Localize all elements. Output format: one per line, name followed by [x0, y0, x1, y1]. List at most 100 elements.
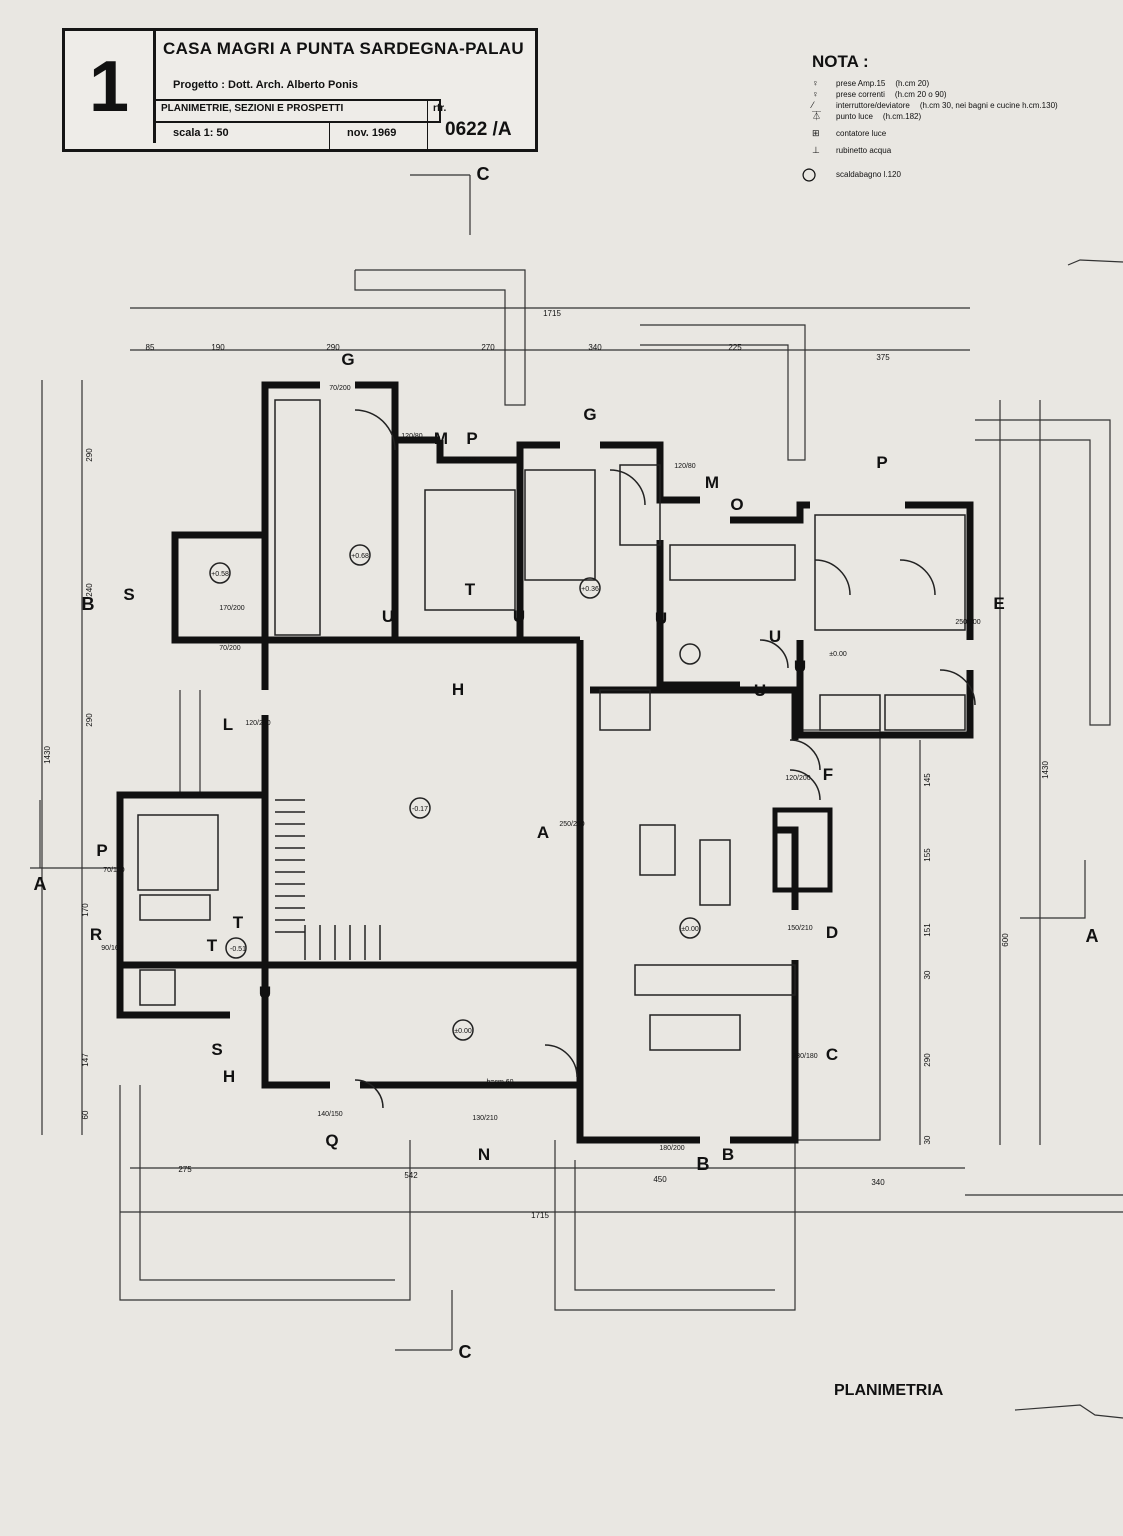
door-letter: G	[583, 405, 596, 424]
door-size-label: 140/150	[317, 1111, 342, 1118]
legend-item: ♀prese Amp.15(h.cm 20)	[812, 78, 1058, 89]
door-size-label: 120/200	[245, 720, 270, 727]
legend-item: ⊥ rubinetto acqua	[812, 145, 1058, 156]
legend-label: rubinetto acqua	[836, 145, 892, 155]
dimension-label: 375	[876, 353, 890, 362]
legend-label: interruttore/deviatore	[836, 100, 910, 110]
door-letter: U	[794, 657, 806, 676]
wall	[261, 381, 320, 640]
socket-icon: ♀	[812, 89, 819, 99]
furniture	[619, 464, 661, 546]
legend-note: (h.cm 20)	[895, 78, 930, 88]
guide-line	[640, 324, 806, 461]
level-marker	[679, 917, 701, 939]
dimension-label: 290	[85, 448, 94, 462]
legend-label: punto luce	[836, 111, 873, 121]
dimension-label: 600	[1001, 933, 1010, 947]
level-marker	[452, 1019, 474, 1041]
legend-note: (h.cm.182)	[882, 111, 922, 121]
wall	[261, 965, 330, 1089]
wall	[576, 640, 700, 1144]
door-swing	[899, 559, 936, 596]
door-size-label: 70/130	[103, 867, 125, 874]
legend-heading: NOTA :	[812, 52, 869, 71]
furniture	[424, 489, 516, 611]
guide-line	[1067, 259, 1123, 266]
section-mark: A	[34, 874, 47, 894]
door-letter: D	[826, 923, 838, 942]
door-size-label: 120/80	[401, 433, 423, 440]
door-letter: E	[993, 594, 1004, 613]
wall	[656, 540, 740, 689]
level-label: ±0.00	[681, 926, 699, 933]
door-swing	[354, 1079, 384, 1109]
door-letter: U	[655, 609, 667, 628]
door-letter: H	[452, 680, 464, 699]
furniture	[639, 824, 676, 876]
dimension-label: 190	[211, 343, 225, 352]
door-size-label: 90/160	[101, 945, 123, 952]
dimension-label: 542	[404, 1171, 418, 1180]
door-letter: U	[382, 607, 394, 626]
ref-code: 0622 /A	[445, 119, 512, 140]
guide-line	[1020, 860, 1086, 919]
guide-line	[139, 1085, 395, 1281]
dimension-label: 340	[871, 1178, 885, 1187]
level-label: +0.68	[351, 553, 369, 560]
dimension-label: 30	[923, 1135, 932, 1144]
switch-icon: ⁄	[812, 100, 814, 110]
wall	[171, 531, 265, 644]
door-letter: S	[123, 585, 134, 604]
dimension-label: 270	[481, 343, 495, 352]
furniture	[699, 839, 731, 906]
guide-line	[554, 1140, 796, 1311]
door-letter: T	[233, 913, 244, 932]
door-size-label: 250/200	[955, 619, 980, 626]
door-swing	[789, 739, 821, 771]
furniture	[524, 469, 596, 581]
wall	[730, 501, 810, 524]
socket-filled-icon: ♀	[812, 78, 819, 88]
door-swing	[789, 769, 821, 801]
level-marker	[209, 562, 231, 584]
dimension-label: 450	[653, 1175, 667, 1184]
tap-icon: ⊥	[812, 145, 820, 155]
door-letter: N	[478, 1145, 490, 1164]
ref-label: rfr.	[433, 103, 447, 114]
furniture	[634, 964, 796, 996]
furniture	[137, 814, 219, 891]
meter-icon: ⊞	[812, 128, 820, 138]
door-size-label: 120/200	[785, 775, 810, 782]
dimension-label: 290	[923, 1053, 932, 1067]
door-letter: B	[722, 1145, 734, 1164]
legend-label: scaldabagno l.120	[836, 170, 901, 179]
furniture	[274, 399, 321, 636]
door-size-label: 130/210	[472, 1115, 497, 1122]
door-letter: L	[223, 715, 233, 734]
wall	[730, 960, 799, 1144]
door-letter: T	[207, 936, 218, 955]
door-size-label: 70/200	[329, 385, 351, 392]
wall	[355, 381, 440, 444]
subtitle-row	[153, 99, 441, 123]
door-size-label: 70/200	[219, 645, 241, 652]
section-mark: C	[477, 164, 490, 184]
door-swing	[939, 669, 976, 706]
level-marker	[579, 577, 601, 599]
dimension-label: 290	[85, 713, 94, 727]
wall	[116, 791, 265, 1019]
door-letter: U	[259, 983, 271, 1002]
title-block: 1 CASA MAGRI A PUNTA SARDEGNA-PALAU Prog…	[62, 28, 538, 152]
legend-note: (h.cm 30, nei bagni e cucine h.cm.130)	[919, 100, 1058, 110]
legend-label: prese correnti	[836, 89, 885, 99]
legend-item: ⁄ interruttore/deviatore (h.cm 30, nei bag…	[812, 100, 1058, 111]
furniture	[649, 1014, 741, 1051]
guide-line	[1014, 1404, 1123, 1419]
furniture	[669, 544, 796, 581]
level-label: -0.51	[230, 946, 246, 953]
door-swing	[814, 559, 851, 596]
dimension-label: 170	[81, 903, 90, 917]
divider	[427, 99, 428, 149]
fireplace	[772, 807, 833, 893]
door-swing	[609, 469, 646, 506]
